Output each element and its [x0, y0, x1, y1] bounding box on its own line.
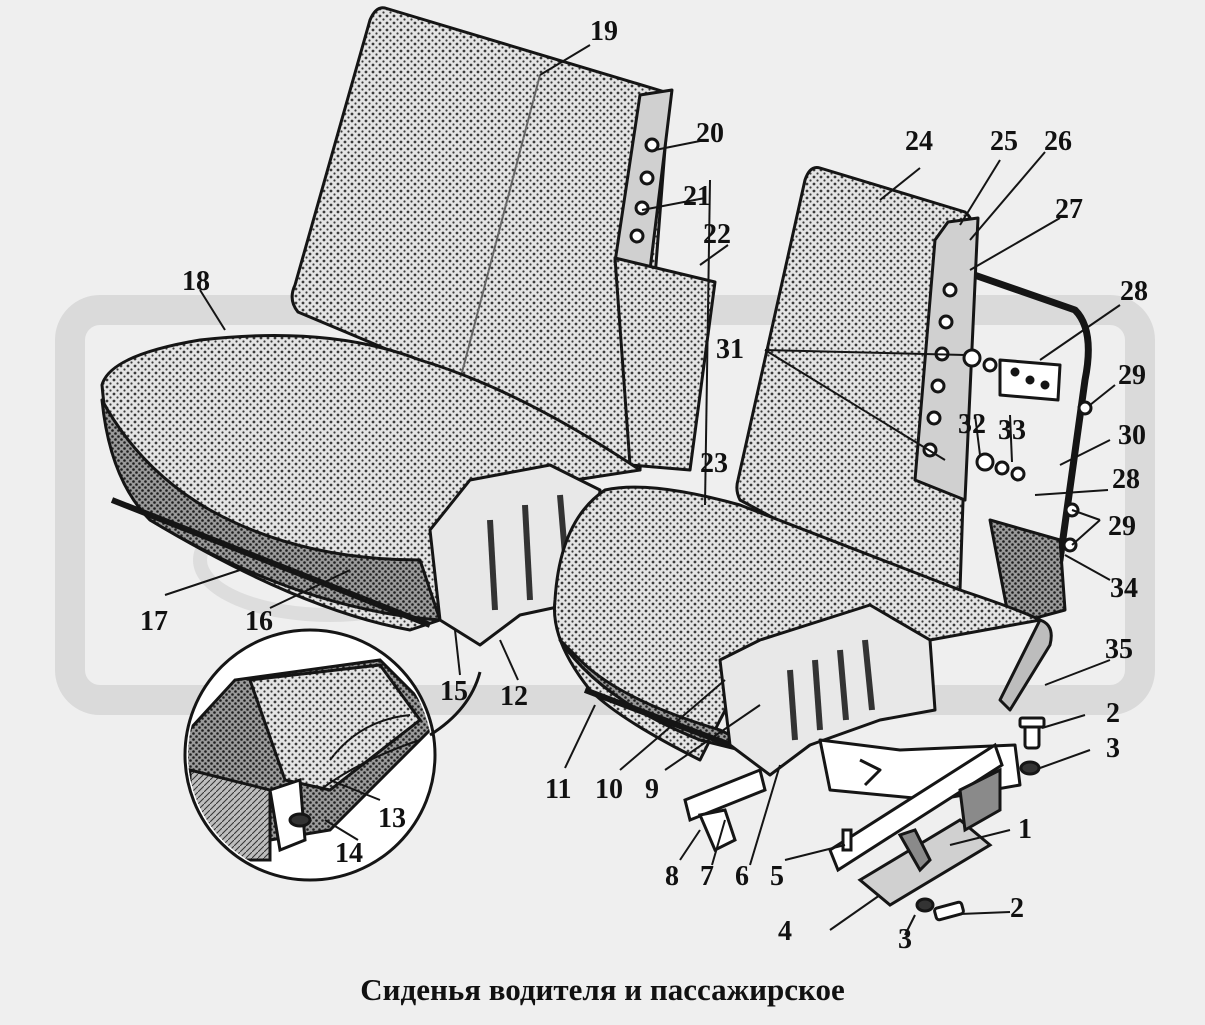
callout-1: 1	[1018, 814, 1032, 845]
callout-6: 6	[735, 861, 749, 892]
callout-11: 11	[545, 774, 571, 805]
leader-lines	[164, 44, 1121, 936]
callout-4: 4	[778, 916, 792, 947]
callout-12: 12	[500, 681, 528, 712]
callout-28b: 28	[1112, 464, 1140, 495]
callout-8: 8	[665, 861, 679, 892]
callout-10: 10	[595, 774, 623, 805]
detail-inset	[183, 628, 482, 882]
callout-32: 32	[958, 409, 986, 440]
callout-25: 25	[990, 126, 1018, 157]
driver-seat	[552, 166, 1093, 802]
callout-2a: 2	[1106, 698, 1120, 729]
callout-24: 24	[905, 126, 933, 157]
callout-18: 18	[182, 266, 210, 297]
callout-16: 16	[245, 606, 273, 637]
callout-20: 20	[696, 118, 724, 149]
callout-27: 27	[1055, 194, 1083, 225]
callout-31: 31	[716, 334, 744, 365]
callout-3a: 3	[1106, 733, 1120, 764]
callout-17: 17	[140, 606, 168, 637]
callout-labels: 19 20 21 22 18 23 24 25 26 27 28 29 31 3…	[140, 16, 1148, 955]
callout-30: 30	[1118, 420, 1146, 451]
callout-22: 22	[703, 219, 731, 250]
callout-29b: 29	[1108, 511, 1136, 542]
callout-35: 35	[1105, 634, 1133, 665]
callout-13: 13	[378, 803, 406, 834]
callout-29a: 29	[1118, 360, 1146, 391]
figure-caption: Сиденья водителя и пассажирское	[360, 972, 845, 1007]
callout-26: 26	[1044, 126, 1072, 157]
callout-21: 21	[683, 181, 711, 212]
callout-23: 23	[700, 448, 728, 479]
callout-15: 15	[440, 676, 468, 707]
callout-19: 19	[590, 16, 618, 47]
callout-34: 34	[1110, 573, 1138, 604]
slide-rails	[683, 716, 1046, 922]
callout-9: 9	[645, 774, 659, 805]
callout-5: 5	[770, 861, 784, 892]
callout-28a: 28	[1120, 276, 1148, 307]
callout-2b: 2	[1010, 893, 1024, 924]
callout-33: 33	[998, 415, 1026, 446]
callout-14: 14	[335, 838, 363, 869]
callout-3b: 3	[898, 924, 912, 955]
callout-7: 7	[700, 861, 714, 892]
